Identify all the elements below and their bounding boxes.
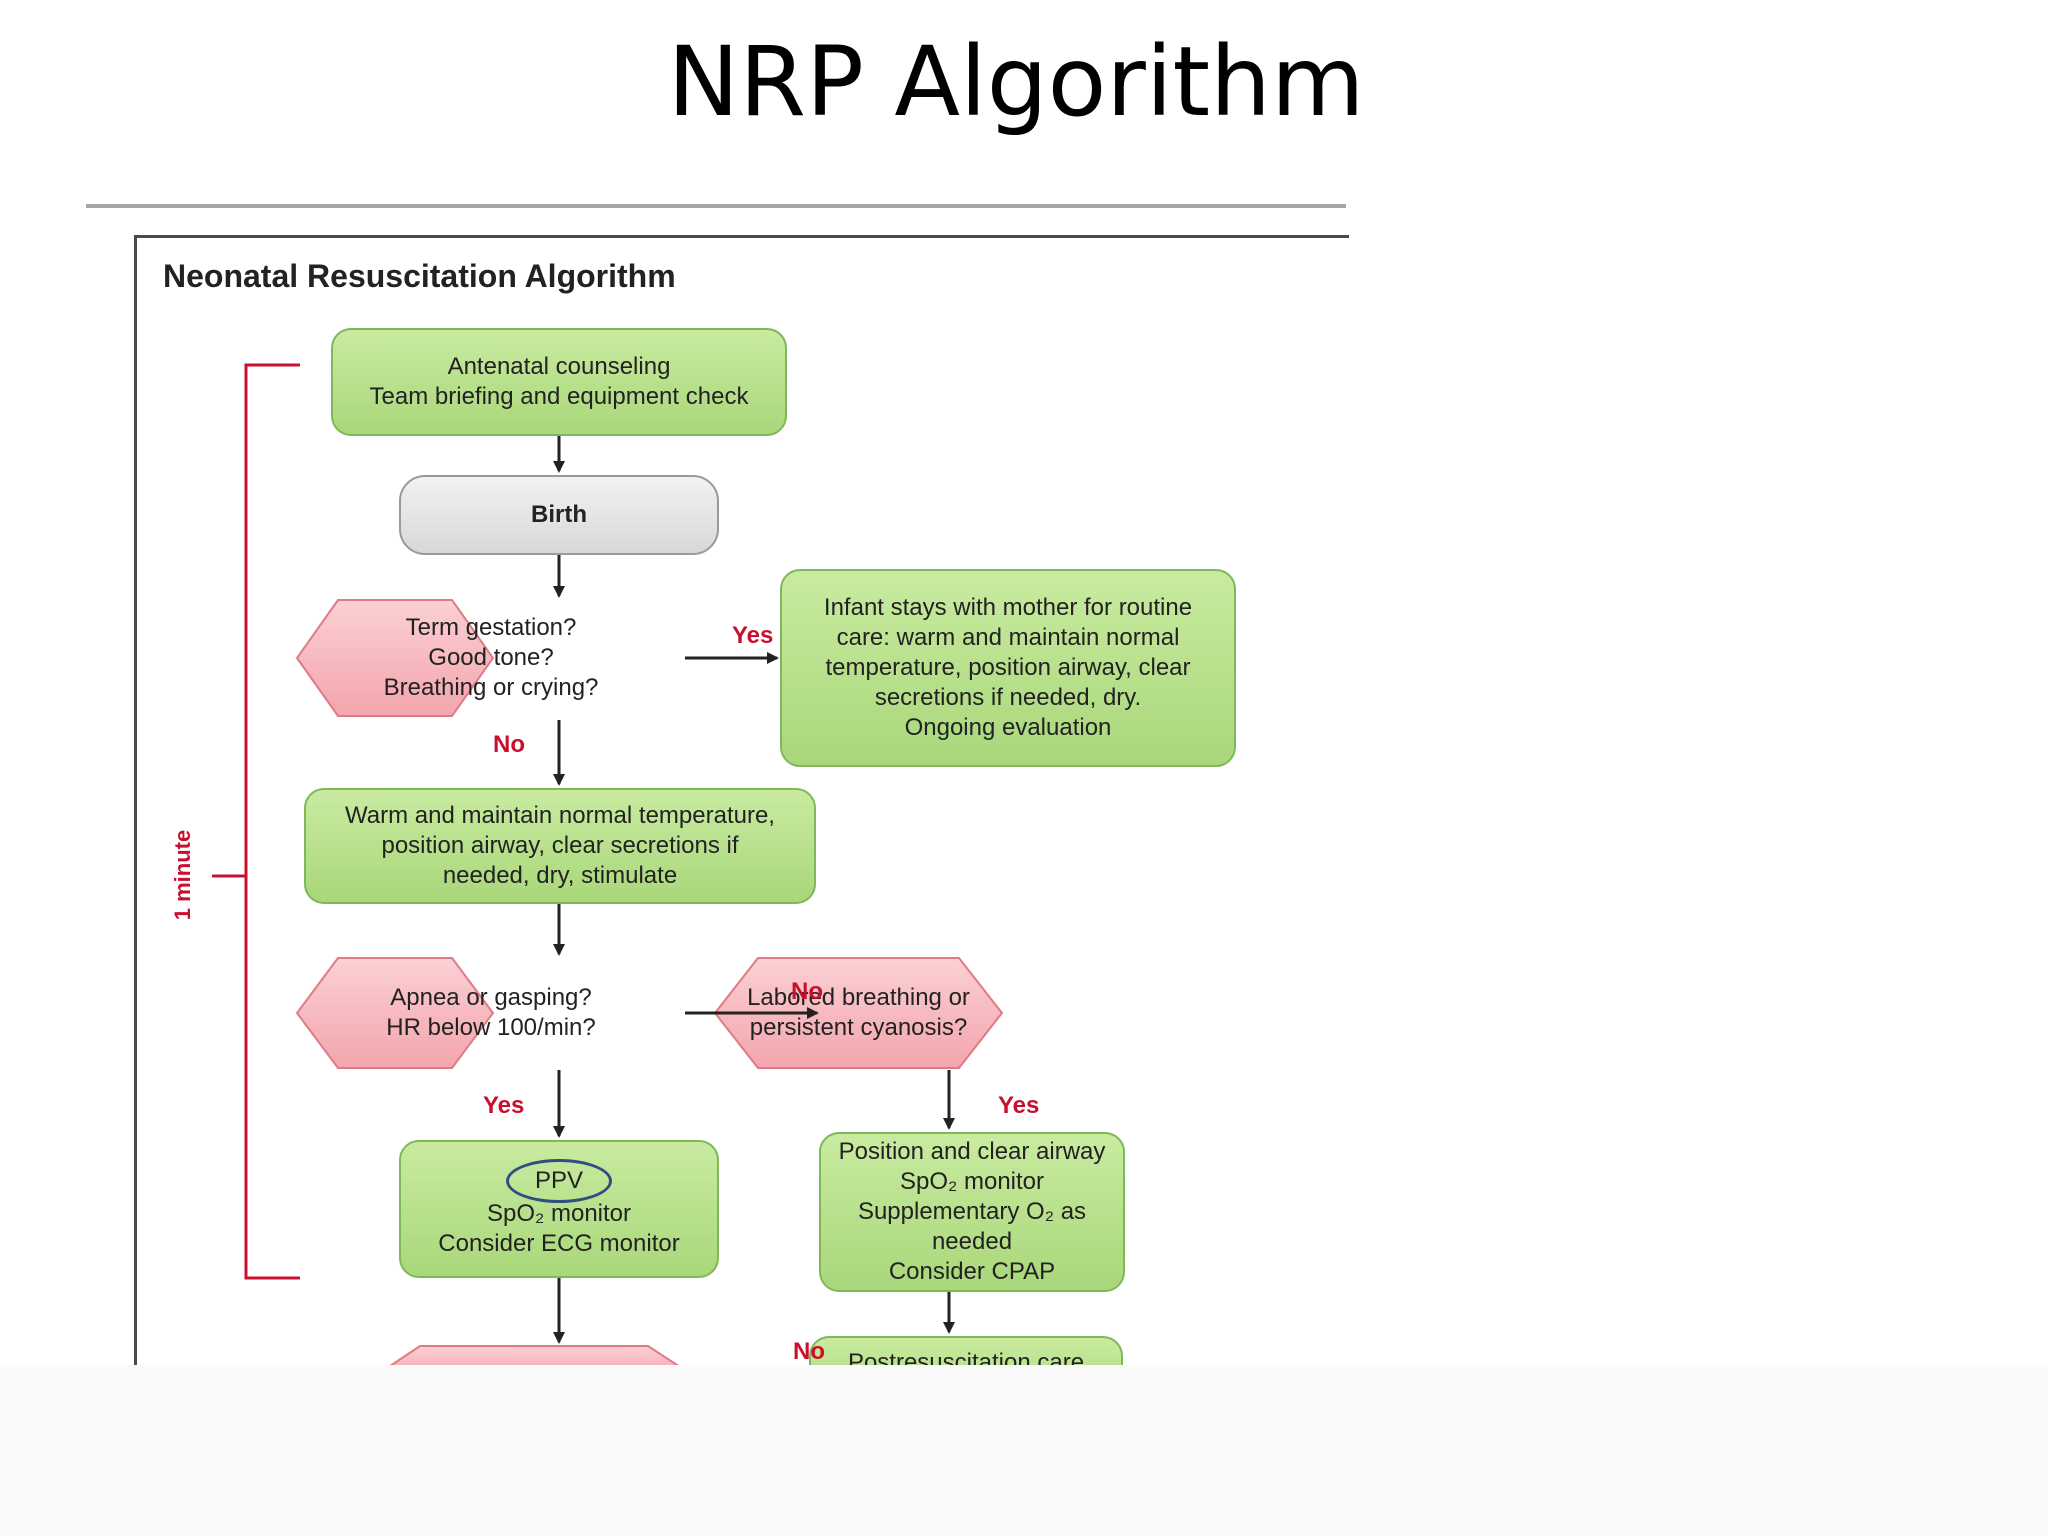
one-minute-bracket	[244, 363, 300, 1280]
apnea-yes-label: Yes	[483, 1092, 525, 1119]
birth-box: Birth	[399, 475, 719, 555]
apnea-question-text: Apnea or gasping? HR below 100/min?	[386, 984, 596, 1041]
term-question-text: Term gestation? Good tone? Breathing or …	[383, 614, 599, 701]
apnea-question-decision	[295, 957, 495, 1069]
flowchart-connectors	[212, 363, 1004, 1368]
routine-care-box: Infant stays with mother for routine car…	[780, 569, 1236, 767]
term-question-decision	[295, 599, 495, 717]
ppv-box: PPV SpO₂ monitor Consider ECG monitor	[399, 1140, 719, 1278]
slide-bottom-area	[0, 1365, 2048, 1536]
flowchart-figure: Neonatal Resuscitation Algorithm	[134, 235, 1349, 1368]
position-airway-box: Position and clear airway SpO₂ monitor S…	[819, 1132, 1125, 1292]
ppv-label: PPV	[505, 1159, 613, 1203]
labored-question-text: Labored breathing or persistent cyanosis…	[747, 984, 970, 1041]
slide-title: NRP Algorithm	[667, 26, 1365, 138]
term-no-label: No	[493, 731, 525, 758]
term-yes-label: Yes	[732, 622, 774, 649]
title-divider	[86, 204, 1346, 208]
warm-box: Warm and maintain normal temperature, po…	[304, 788, 816, 904]
antenatal-box: Antenatal counseling Team briefing and e…	[331, 328, 787, 436]
bottom-no-label: No	[793, 1338, 825, 1365]
postresuscitation-box: Postresuscitation care	[809, 1336, 1123, 1368]
figure-title: Neonatal Resuscitation Algorithm	[163, 258, 676, 294]
one-minute-label: 1 minute	[170, 829, 195, 921]
labored-yes-label: Yes	[998, 1092, 1040, 1119]
apnea-no-label: No	[791, 978, 823, 1005]
